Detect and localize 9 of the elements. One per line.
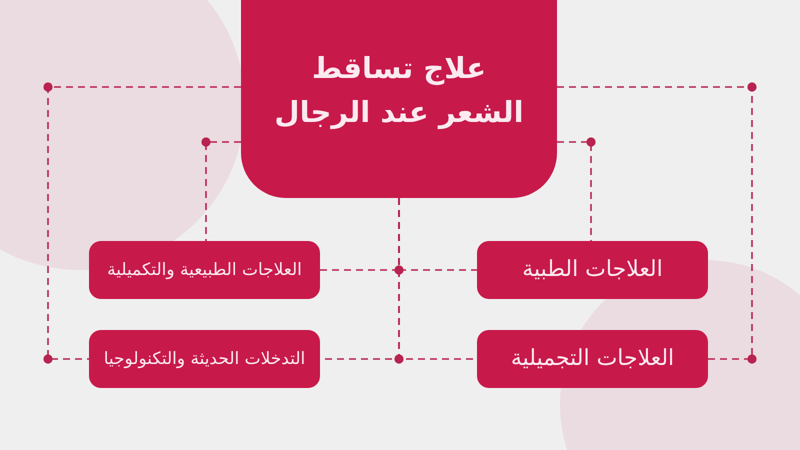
topic-box: العلاجات التجميلية bbox=[477, 330, 708, 388]
topic-box: العلاجات الطبية bbox=[477, 241, 708, 299]
dashed-connector bbox=[205, 141, 241, 241]
dashed-connector bbox=[47, 86, 241, 360]
topic-box: العلاجات الطبيعية والتكميلية bbox=[89, 241, 320, 299]
dashed-connector bbox=[557, 141, 592, 241]
dashed-connector bbox=[557, 86, 753, 360]
topic-box: التدخلات الحديثة والتكنولوجيا bbox=[89, 330, 320, 388]
title-box: علاج تساقط الشعر عند الرجال bbox=[241, 0, 557, 198]
